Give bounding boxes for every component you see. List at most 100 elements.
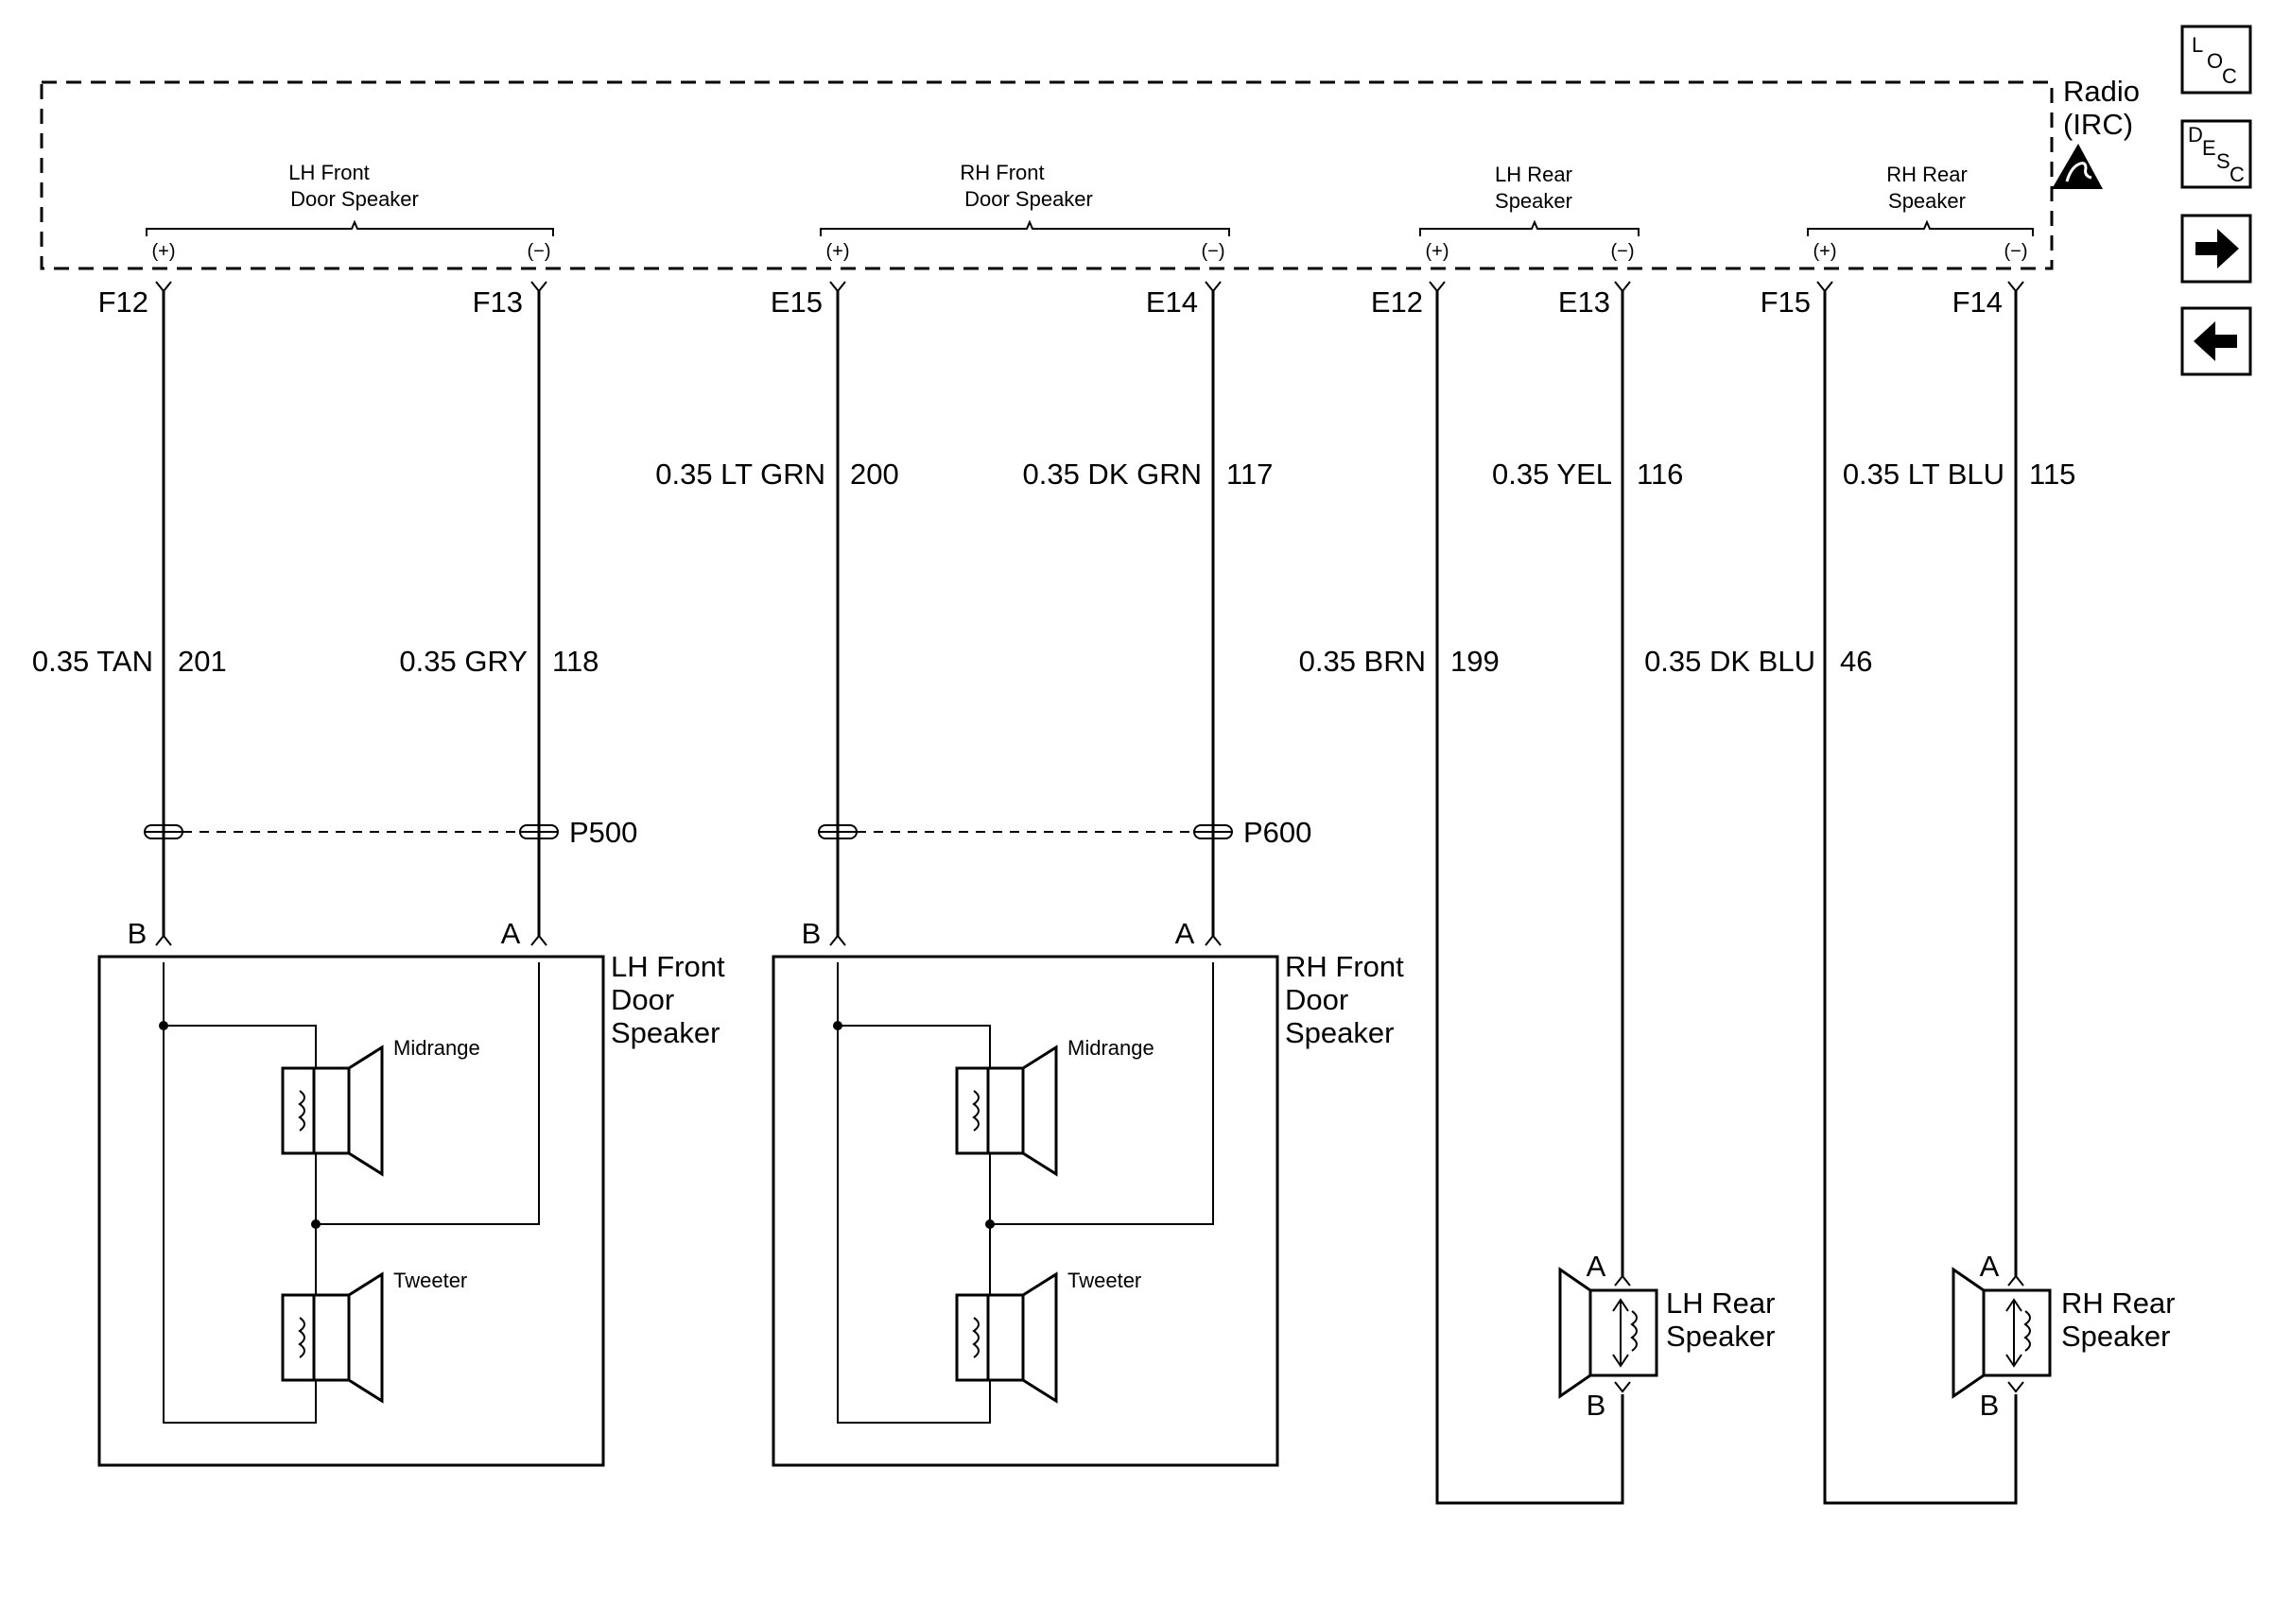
svg-text:A: A xyxy=(1980,1250,2000,1283)
svg-text:D: D xyxy=(2188,123,2203,147)
wire-rh-front-pos: 0.35 LT GRN 200 xyxy=(655,291,899,936)
lh-front-door-speaker: B A Midrange Tweeter LH Front Door Speak… xyxy=(97,917,725,1467)
svg-text:Speaker: Speaker xyxy=(611,1016,720,1049)
wire-rh-front-neg: 0.35 DK GRN 117 xyxy=(1022,291,1273,936)
pin-label: F14 xyxy=(1952,285,2003,319)
group-bracket-rh-rear: RH Rear Speaker xyxy=(1807,163,2034,236)
svg-text:(−): (−) xyxy=(528,241,551,262)
svg-text:RH Front: RH Front xyxy=(1285,950,1404,983)
svg-text:0.35 YEL: 0.35 YEL xyxy=(1492,458,1612,491)
wire-lh-front-neg: 0.35 GRY 118 xyxy=(399,291,599,936)
wire-lh-rear-pos: 0.35 BRN 199 xyxy=(1299,291,1624,1505)
svg-text:RH Rear: RH Rear xyxy=(1886,163,1968,186)
svg-text:0.35 DK GRN: 0.35 DK GRN xyxy=(1022,458,1202,491)
svg-text:(+): (+) xyxy=(152,241,176,262)
pin-label: E15 xyxy=(771,285,823,319)
wire-lh-front-pos: 0.35 TAN 201 xyxy=(32,291,227,936)
svg-text:Door: Door xyxy=(1285,983,1348,1016)
svg-text:201: 201 xyxy=(178,645,227,678)
svg-text:0.35 TAN: 0.35 TAN xyxy=(32,645,153,678)
radio-module-id: (IRC) xyxy=(2063,108,2133,141)
svg-text:P600: P600 xyxy=(1243,816,1311,849)
svg-text:E: E xyxy=(2202,136,2216,160)
svg-text:Speaker: Speaker xyxy=(1666,1320,1775,1353)
connector-p500: P500 xyxy=(144,816,637,849)
wire-lh-rear-neg: 0.35 YEL 116 xyxy=(1492,291,1683,1276)
next-page-button[interactable] xyxy=(2180,214,2252,284)
pin-label: F15 xyxy=(1761,285,1811,319)
pin-label: E13 xyxy=(1558,285,1610,319)
svg-text:S: S xyxy=(2216,149,2230,173)
svg-text:RH Rear: RH Rear xyxy=(2061,1287,2176,1320)
esd-warning-icon xyxy=(2052,144,2103,189)
location-button[interactable]: L O C xyxy=(2180,25,2252,95)
radio-module-name: Radio xyxy=(2063,75,2140,108)
svg-text:Door: Door xyxy=(611,983,674,1016)
rear-speaker-icon xyxy=(1952,1268,2052,1398)
group-bracket-rh-front: RH Front Door Speaker xyxy=(820,161,1230,236)
svg-text:B: B xyxy=(802,917,822,950)
svg-text:B: B xyxy=(1980,1389,2000,1422)
svg-text:Midrange: Midrange xyxy=(393,1036,480,1060)
previous-page-button[interactable] xyxy=(2180,306,2252,376)
midrange-speaker-icon xyxy=(955,1045,1058,1176)
svg-text:116: 116 xyxy=(1637,458,1683,491)
connector-p600: P600 xyxy=(818,816,1311,849)
pin-label: F12 xyxy=(98,285,148,319)
svg-text:Speaker: Speaker xyxy=(1495,189,1572,213)
svg-text:Speaker: Speaker xyxy=(1285,1016,1394,1049)
svg-text:Door Speaker: Door Speaker xyxy=(964,187,1093,211)
group-bracket-lh-front: LH Front Door Speaker xyxy=(146,161,554,236)
svg-text:LH Rear: LH Rear xyxy=(1666,1287,1775,1320)
pin-label: E12 xyxy=(1371,285,1423,319)
svg-text:LH Front: LH Front xyxy=(611,950,725,983)
svg-text:O: O xyxy=(2207,49,2223,73)
svg-text:Tweeter: Tweeter xyxy=(393,1269,467,1292)
pin-labels: F12 F13 E15 E14 E12 E13 F15 F14 xyxy=(98,285,2003,319)
svg-text:0.35 LT GRN: 0.35 LT GRN xyxy=(655,458,825,491)
lh-rear-speaker: A B LH Rear Speaker xyxy=(1558,1250,1775,1422)
svg-text:118: 118 xyxy=(552,645,599,678)
svg-text:(−): (−) xyxy=(1611,241,1635,262)
svg-text:115: 115 xyxy=(2029,458,2075,491)
svg-text:Speaker: Speaker xyxy=(1888,189,1966,213)
svg-text:(+): (+) xyxy=(826,241,850,262)
svg-text:C: C xyxy=(2222,64,2237,88)
svg-text:A: A xyxy=(501,917,521,950)
description-button[interactable]: D E S C xyxy=(2180,119,2252,189)
wire-rh-rear-neg: 0.35 LT BLU 115 xyxy=(1843,291,2075,1276)
svg-text:0.35 GRY: 0.35 GRY xyxy=(399,645,528,678)
svg-text:LH Rear: LH Rear xyxy=(1495,163,1572,186)
midrange-speaker-icon xyxy=(281,1045,384,1176)
svg-text:(+): (+) xyxy=(1426,241,1449,262)
svg-text:46: 46 xyxy=(1840,645,1872,678)
group-bracket-lh-rear: LH Rear Speaker xyxy=(1419,163,1640,236)
svg-text:A: A xyxy=(1175,917,1195,950)
svg-text:(−): (−) xyxy=(2004,241,2028,262)
pin-label: E14 xyxy=(1146,285,1198,319)
svg-text:0.35 DK BLU: 0.35 DK BLU xyxy=(1644,645,1815,678)
svg-text:Midrange: Midrange xyxy=(1067,1036,1154,1060)
svg-text:RH Front: RH Front xyxy=(960,161,1044,184)
svg-text:Speaker: Speaker xyxy=(2061,1320,2170,1353)
svg-text:LH Front: LH Front xyxy=(288,161,370,184)
svg-text:C: C xyxy=(2230,163,2245,186)
svg-text:P500: P500 xyxy=(569,816,637,849)
rh-front-door-speaker: B A Midrange Tweeter RH Front Door Speak… xyxy=(772,917,1404,1467)
svg-text:(−): (−) xyxy=(1202,241,1225,262)
svg-text:200: 200 xyxy=(850,458,899,491)
pin-label: F13 xyxy=(473,285,523,319)
svg-text:B: B xyxy=(128,917,147,950)
svg-text:B: B xyxy=(1587,1389,1606,1422)
polarity-markers: (+) (−) (+) (−) (+) (−) (+) (−) xyxy=(152,241,2028,262)
rh-rear-speaker: A B RH Rear Speaker xyxy=(1952,1250,2176,1422)
wire-rh-rear-pos: 0.35 DK BLU 46 xyxy=(1644,291,2018,1505)
svg-text:0.35 BRN: 0.35 BRN xyxy=(1299,645,1426,678)
svg-text:L: L xyxy=(2192,33,2203,57)
radio-module-boundary xyxy=(40,80,2054,270)
svg-text:117: 117 xyxy=(1226,458,1273,491)
svg-text:0.35 LT BLU: 0.35 LT BLU xyxy=(1843,458,2004,491)
svg-text:A: A xyxy=(1587,1250,1606,1283)
arrow-left-icon xyxy=(2194,321,2237,361)
